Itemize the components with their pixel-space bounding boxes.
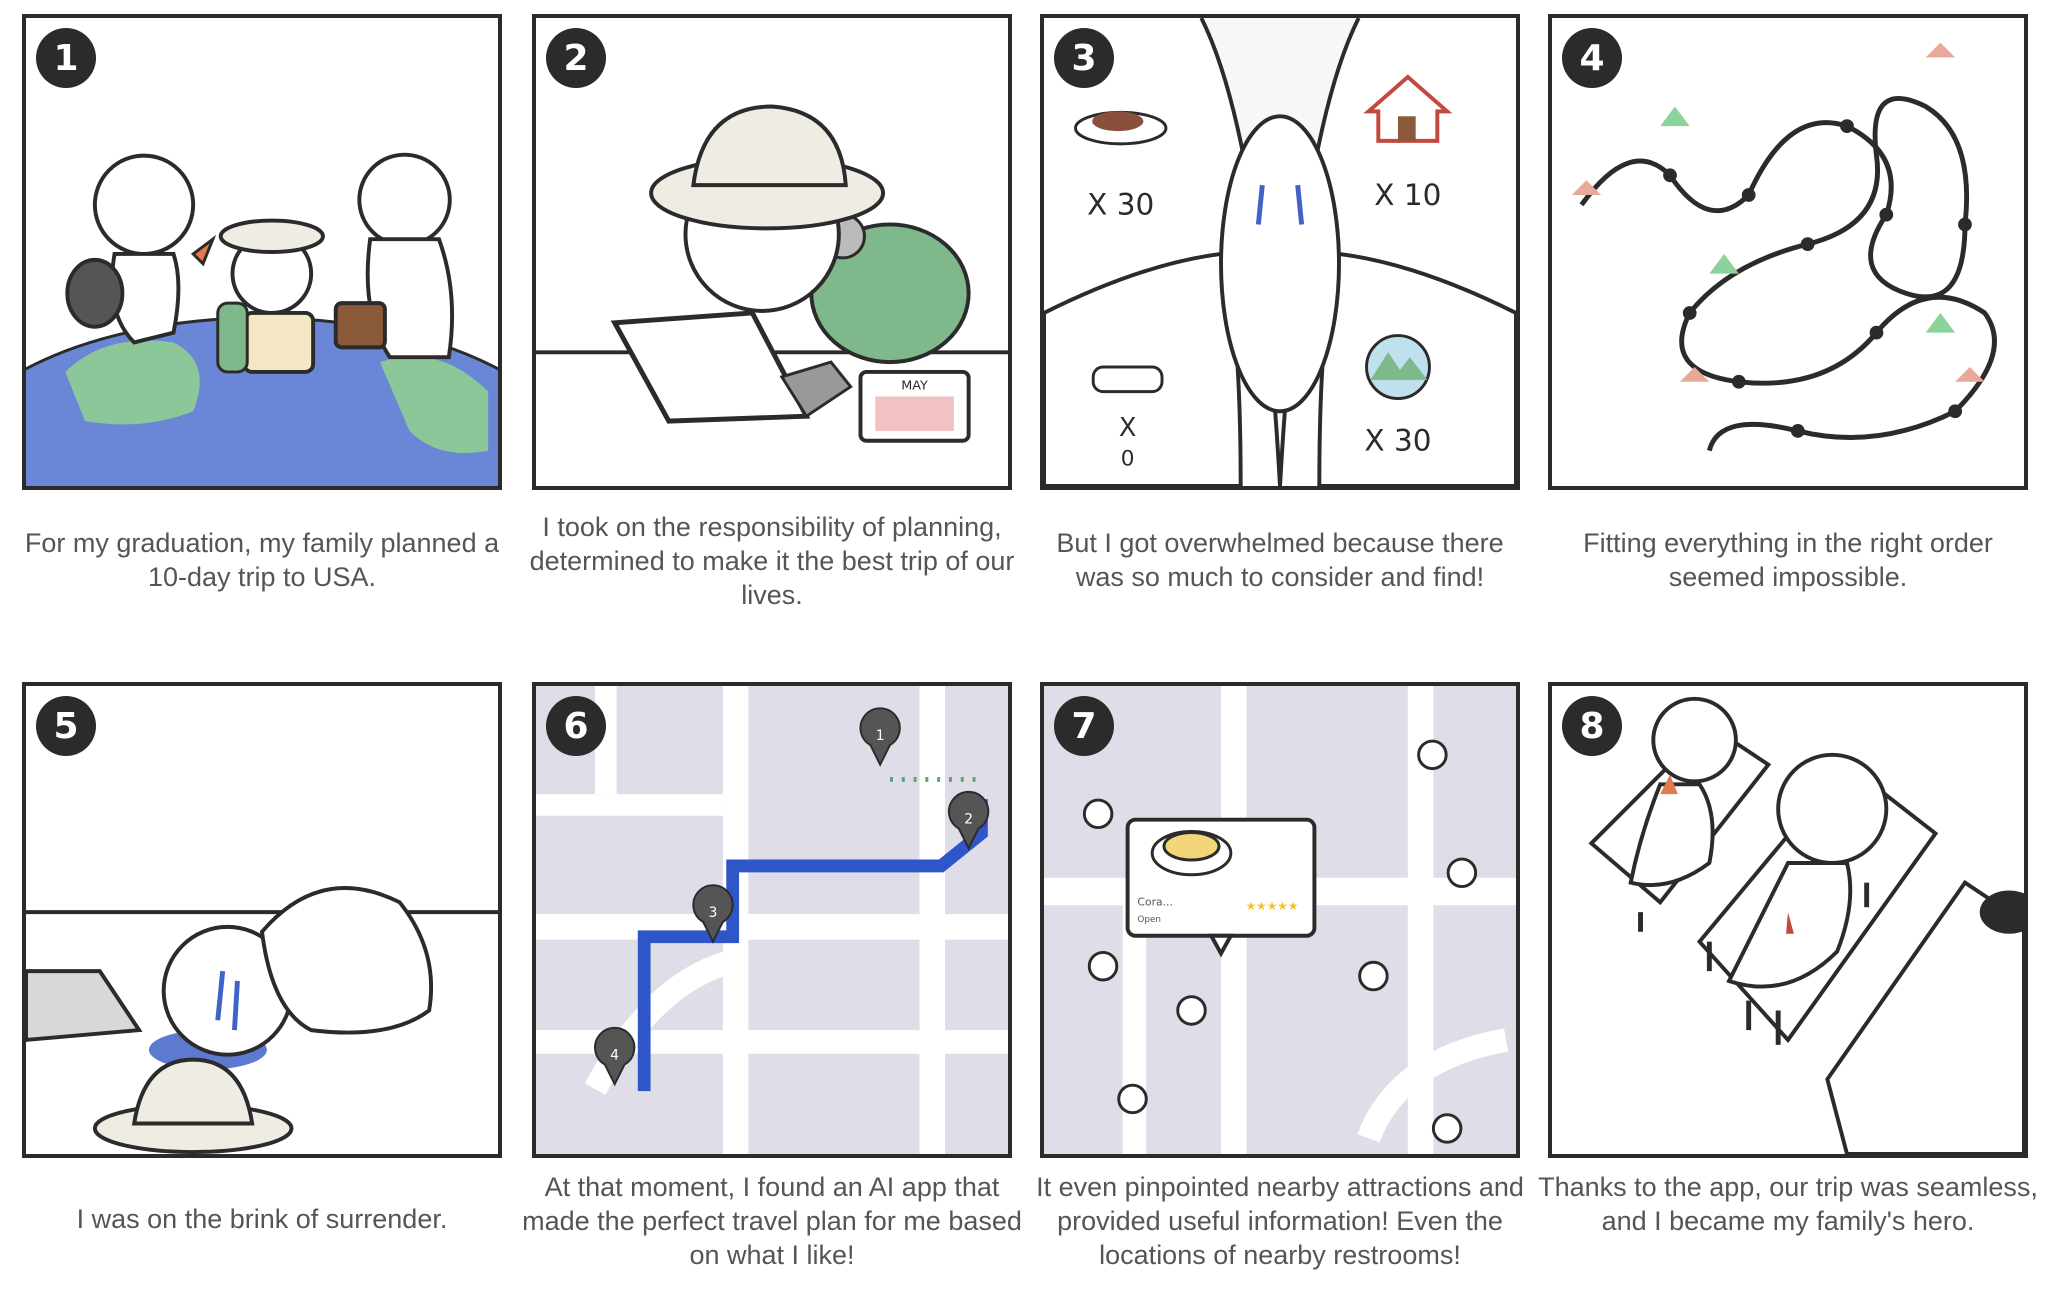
panel-7: 7 Cora... Open ★★★★★ [1040,682,1520,1158]
tangled-route-illustration [1571,42,1997,452]
panel-number-badge: 2 [546,28,606,88]
panel-number-badge: 6 [546,696,606,756]
place-status: Open [1137,915,1161,925]
panel-number-badge: 8 [1562,696,1622,756]
place-rating: ★★★★★ [1246,899,1299,913]
panel-3-caption: But I got overwhelmed because there was … [1056,528,1504,592]
panel-5-caption: I was on the brink of surrender. [76,1204,448,1234]
route-map: 1 2 3 4 [536,686,1008,1154]
place-name: Cora... [1137,895,1173,908]
panel-number-badge: 1 [36,28,96,88]
route-stop-3: 3 [709,905,718,921]
panel-number-badge: 7 [1054,696,1114,756]
panel-4: 4 [1548,14,2028,490]
car-count-value: 0 [1121,446,1135,471]
panel-8-caption: Thanks to the app, our trip was seamless… [1538,1172,2038,1236]
panel-number-badge: 5 [36,696,96,756]
overwhelmed-choices-illustration: X 30 X 10 X 0 X 30 [1044,18,1516,486]
car-count-label: X [1119,413,1137,443]
panel-number-badge: 3 [1054,28,1114,88]
panel-2: 2 MAY [532,14,1012,490]
surrender-illustration [26,886,498,1154]
panel-5: 5 [22,682,502,1158]
food-count-label: X 30 [1087,188,1154,222]
route-stop-4: 4 [610,1048,619,1064]
panel-6: 6 1 2 3 4 [532,682,1012,1158]
relaxing-family-illustration [1588,696,2024,1154]
home-count-label: X 10 [1374,178,1441,212]
nearby-places-map: Cora... Open ★★★★★ [1044,686,1516,1154]
nature-count-label: X 30 [1364,424,1431,458]
planning-on-laptop-illustration: MAY [536,104,1008,443]
panel-7-caption: It even pinpointed nearby attractions an… [1036,1172,1524,1270]
panel-number-badge: 4 [1562,28,1622,88]
calendar-month-label: MAY [901,379,928,394]
panel-6-caption: At that moment, I found an AI app that m… [522,1172,1022,1270]
route-stop-2: 2 [964,812,973,828]
panel-2-caption: I took on the responsibility of planning… [529,512,1015,610]
route-stop-1: 1 [876,728,885,744]
panel-8: 8 [1548,682,2028,1158]
panel-1: 1 [22,14,502,490]
family-on-globe-illustration [26,152,498,486]
panel-3: 3 X 30 X 10 X 0 X 30 [1040,14,1520,490]
panel-1-caption: For my graduation, my family planned a 1… [24,528,500,592]
panel-4-caption: Fitting everything in the right order se… [1583,528,1993,592]
